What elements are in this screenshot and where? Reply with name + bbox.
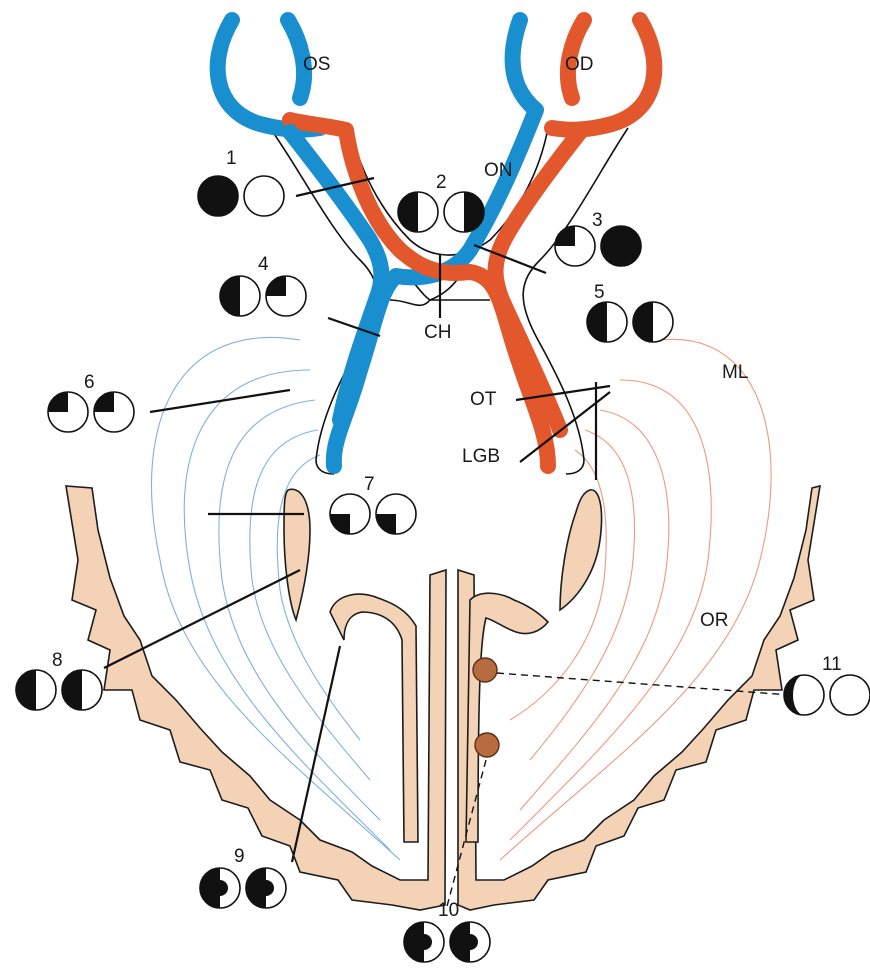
field-number: 4 <box>258 254 269 275</box>
visual-field-defect <box>220 276 240 316</box>
visual-field-pair-6: 6 <box>48 372 134 432</box>
label-lgb: LGB <box>462 446 500 467</box>
pointer-6 <box>150 390 290 412</box>
field-number: 7 <box>364 474 375 495</box>
right-calcarine-gyrus <box>466 593 548 842</box>
visual-field-pair-11: 11 <box>784 654 870 715</box>
visual-field-defect <box>266 276 286 296</box>
visual-field-defect <box>555 226 575 246</box>
visual-field-defect <box>94 392 114 412</box>
visual-field-pair-8: 8 <box>16 650 102 710</box>
visual-field-pair-9: 9 <box>200 846 286 908</box>
visual-field-defect <box>633 302 653 342</box>
label-os: OS <box>303 54 330 75</box>
visual-field-circle <box>830 675 870 715</box>
visual-field-defect <box>198 176 238 216</box>
field-number: 6 <box>84 372 95 393</box>
left-eye-temporal-fibers <box>290 132 381 420</box>
visual-field-pair-1: 1 <box>198 148 284 216</box>
field-number: 10 <box>438 900 459 921</box>
label-on: ON <box>484 160 513 181</box>
field-number: 5 <box>594 282 605 303</box>
label-ot: OT <box>470 389 497 410</box>
visual-field-pair-2: 2 <box>398 172 484 232</box>
occipital-cortex <box>66 486 820 910</box>
visual-field-pair-7: 7 <box>330 474 416 534</box>
pointer-8 <box>104 570 300 668</box>
visual-field-defect <box>62 670 82 710</box>
visual-field-defect <box>376 514 396 534</box>
label-od: OD <box>565 54 594 75</box>
field-number: 9 <box>234 846 245 867</box>
lesion-pointers <box>104 178 790 910</box>
visual-field-defect <box>601 226 641 266</box>
right-radiation-blob <box>560 490 602 610</box>
left-radiation-blob <box>284 489 310 620</box>
visual-field-defect <box>48 392 68 412</box>
visual-field-circle <box>244 176 284 216</box>
field-number: 3 <box>592 210 603 231</box>
field-number: 8 <box>52 650 63 671</box>
field-number: 1 <box>226 148 237 169</box>
visual-field-defect <box>330 514 350 534</box>
visual-field-defect <box>16 670 36 710</box>
label-or: OR <box>700 610 729 631</box>
visual-field-pair-3: 3 <box>555 210 641 266</box>
label-ml: ML <box>722 362 748 383</box>
visual-field-pair-5: 5 <box>587 282 673 342</box>
right-hemisphere-cortex <box>458 486 820 910</box>
label-ch: CH <box>424 322 451 343</box>
cortex-lesion-lower <box>475 733 499 757</box>
visual-field-defect <box>398 192 418 232</box>
field-number: 2 <box>436 172 447 193</box>
left-hemisphere-cortex <box>66 486 446 910</box>
visual-field-pair-4: 4 <box>220 254 306 316</box>
cortex-lesion-upper <box>473 658 497 682</box>
field-number: 11 <box>822 654 842 675</box>
visual-field-defect <box>587 302 607 342</box>
